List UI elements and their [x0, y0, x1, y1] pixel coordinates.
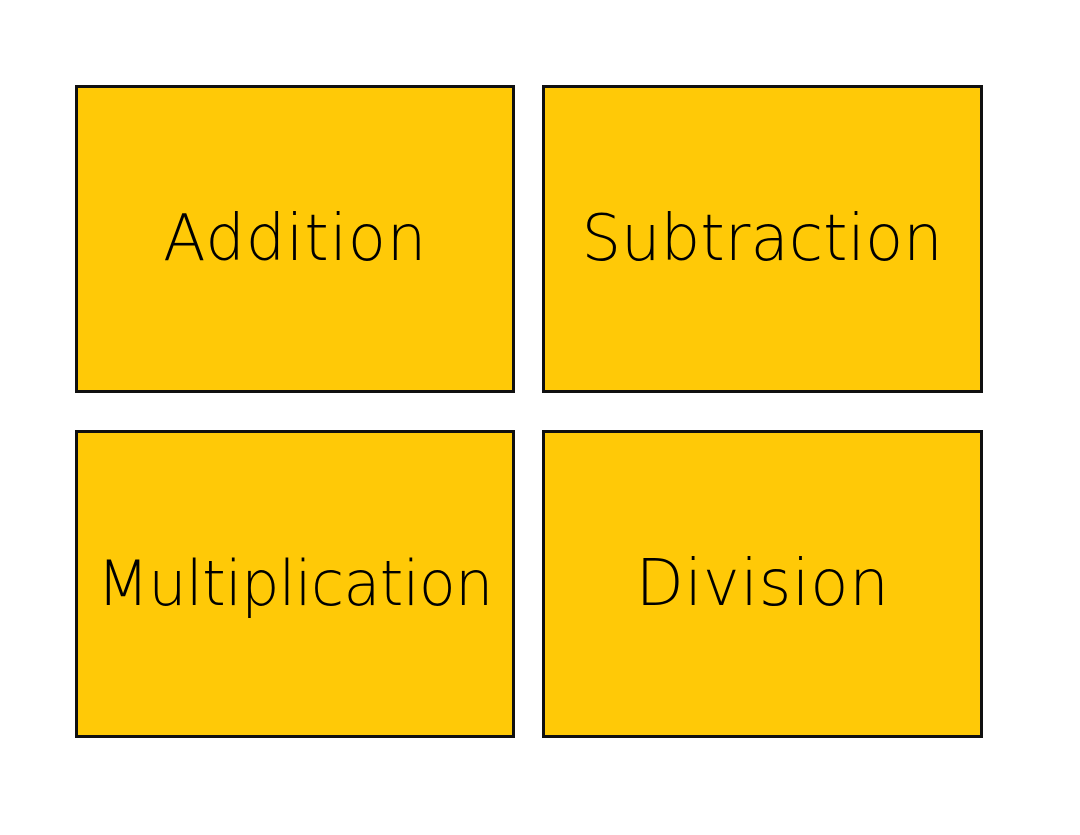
card-label-addition: Addition: [162, 202, 428, 276]
card-label-multiplication: Multiplication: [97, 547, 493, 620]
card-multiplication[interactable]: Multiplication: [75, 430, 515, 738]
card-division[interactable]: Division: [542, 430, 983, 738]
card-addition[interactable]: Addition: [75, 85, 515, 393]
card-label-subtraction: Subtraction: [581, 202, 944, 276]
card-label-division: Division: [635, 547, 890, 621]
card-subtraction[interactable]: Subtraction: [542, 85, 983, 393]
